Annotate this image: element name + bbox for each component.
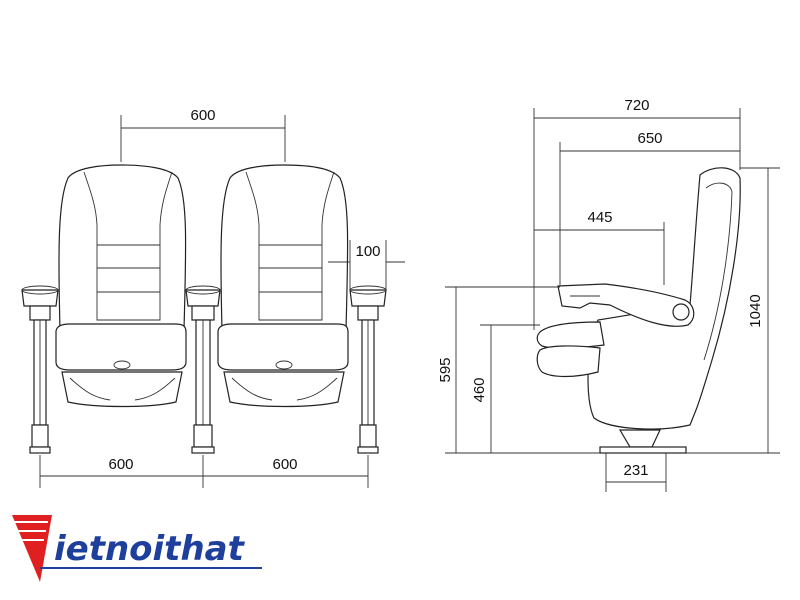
dim-height-arm-label: 595 (437, 357, 454, 382)
dim-depth-720: 720 (533, 97, 741, 330)
front-seat-right (217, 164, 349, 408)
dim-depth-total-label: 720 (624, 97, 649, 114)
dim-depth-445: 445 (534, 209, 665, 285)
dim-bottom-left-label: 600 (108, 456, 133, 473)
front-seat-left (55, 164, 187, 408)
brand-logo: ietnoithat (12, 515, 262, 582)
side-view: 720 650 445 1040 (437, 97, 780, 492)
dim-height-1040: 1040 (686, 167, 780, 454)
dim-depth-650: 650 (559, 130, 740, 285)
front-armrest-middle (185, 285, 221, 454)
dim-depth-arm-label: 445 (587, 209, 612, 226)
dim-armrest-width-label: 100 (355, 243, 380, 260)
dim-armrest-100: 100 (328, 240, 405, 292)
dim-top-width-label: 600 (190, 107, 215, 124)
dim-height-total-label: 1040 (747, 294, 764, 327)
front-armrest-left (21, 285, 59, 454)
dim-height-460: 460 (471, 324, 540, 453)
dim-bottom-front: 600 600 (39, 455, 369, 488)
front-armrest-right (349, 285, 387, 454)
dim-bottom-right-label: 600 (272, 456, 297, 473)
front-view: 600 (21, 107, 405, 488)
dim-depth-seat-label: 650 (637, 130, 662, 147)
dim-height-595: 595 (437, 286, 600, 454)
dim-base-231: 231 (605, 453, 667, 492)
side-chair-profile (536, 167, 741, 454)
dim-base-width-label: 231 (623, 462, 648, 479)
dim-top-600: 600 (120, 107, 286, 162)
logo-v-mark (12, 515, 52, 582)
logo-text: ietnoithat (54, 529, 246, 569)
dim-height-seat-label: 460 (471, 377, 488, 402)
